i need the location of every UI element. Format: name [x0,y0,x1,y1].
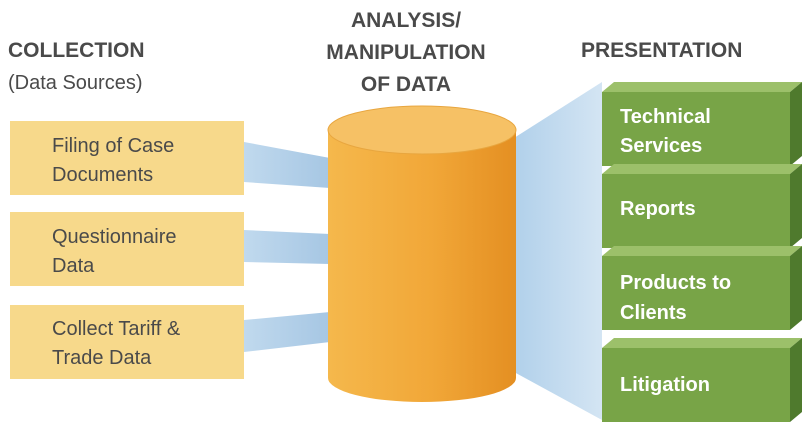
source-connectors [244,142,330,352]
source-box-1-line1: Filing of Case [52,135,174,157]
source-box-2-line2: Data [52,255,95,277]
output-box-1: Technical Services [602,82,802,166]
output-fan [514,82,602,420]
source-connector-3 [244,312,330,352]
source-connector-2 [244,230,330,264]
source-box-2: Questionnaire Data [10,212,244,286]
output-box-2-line1: Reports [620,198,696,220]
output-box-1-line2: Services [620,135,702,157]
output-box-2: Reports [602,164,802,248]
source-box-3: Collect Tariff & Trade Data [10,305,244,379]
source-box-1-line2: Documents [52,164,153,186]
output-box-4-line1: Litigation [620,374,710,396]
database-cylinder [327,105,517,402]
output-box-3-line2: Clients [620,302,687,324]
source-box-3-line2: Trade Data [52,347,152,369]
collection-subtitle: (Data Sources) [8,72,143,94]
source-box-1: Filing of Case Documents [10,121,244,195]
analysis-title-line3: OF DATA [361,73,451,96]
output-box-3-line1: Products to [620,272,731,294]
output-box-4: Litigation [602,338,802,422]
analysis-title-line2: MANIPULATION [326,41,485,64]
output-box-3: Products to Clients [602,246,802,330]
output-box-1-line1: Technical [620,106,711,128]
source-box-2-line1: Questionnaire [52,226,177,248]
source-box-3-line1: Collect Tariff & [52,318,181,340]
analysis-title-line1: ANALYSIS/ [351,9,461,32]
source-connector-1 [244,142,330,188]
collection-title: COLLECTION [8,39,145,62]
presentation-title: PRESENTATION [581,39,742,62]
